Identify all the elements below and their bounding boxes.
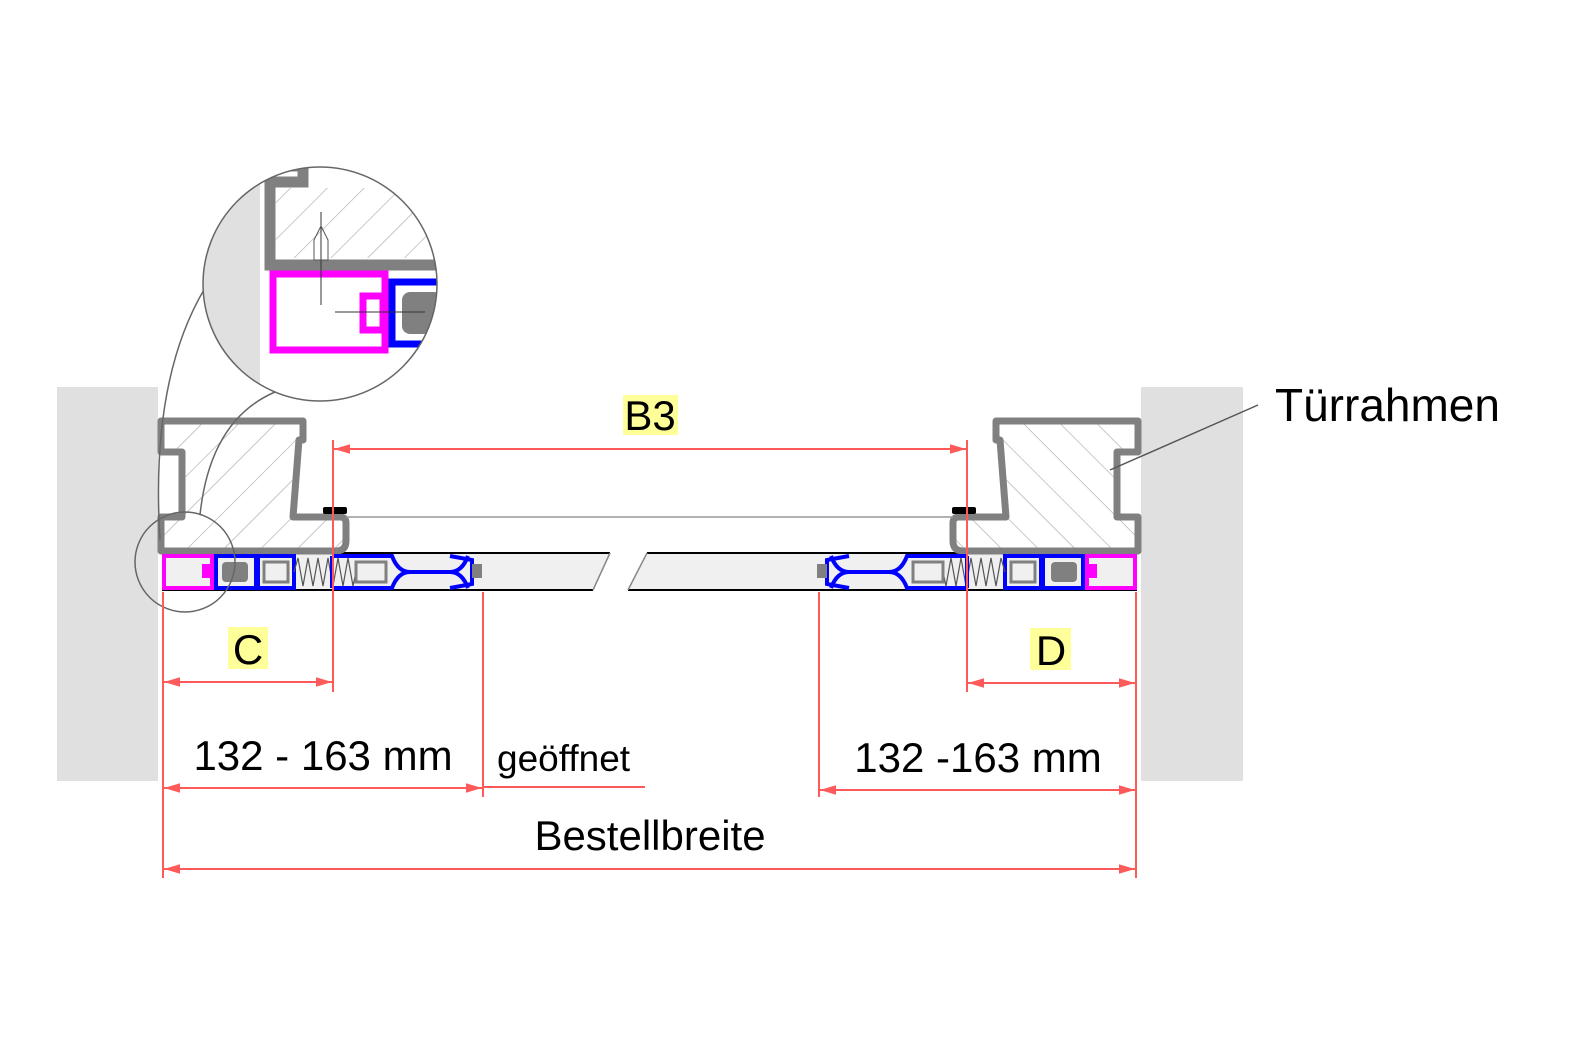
right-wall <box>1141 387 1243 781</box>
label-right-range: 132 -163 mm <box>854 734 1101 781</box>
label-opened: geöffnet <box>497 738 631 779</box>
label-d: D <box>1036 627 1066 674</box>
label-b3: B3 <box>624 392 675 439</box>
right-door-frame <box>949 417 1142 555</box>
dimension-lines <box>162 440 1137 878</box>
left-door-frame <box>157 417 350 555</box>
frame-leader-line <box>1109 404 1259 471</box>
detail-magnifier <box>134 166 438 613</box>
right-gasket <box>952 507 976 514</box>
label-left-range: 132 - 163 mm <box>193 732 452 779</box>
label-c: C <box>233 626 263 673</box>
left-gasket <box>323 507 347 514</box>
label-door-frame: Türrahmen <box>1275 379 1500 431</box>
left-wall <box>57 387 158 781</box>
label-order-width: Bestellbreite <box>534 812 765 859</box>
